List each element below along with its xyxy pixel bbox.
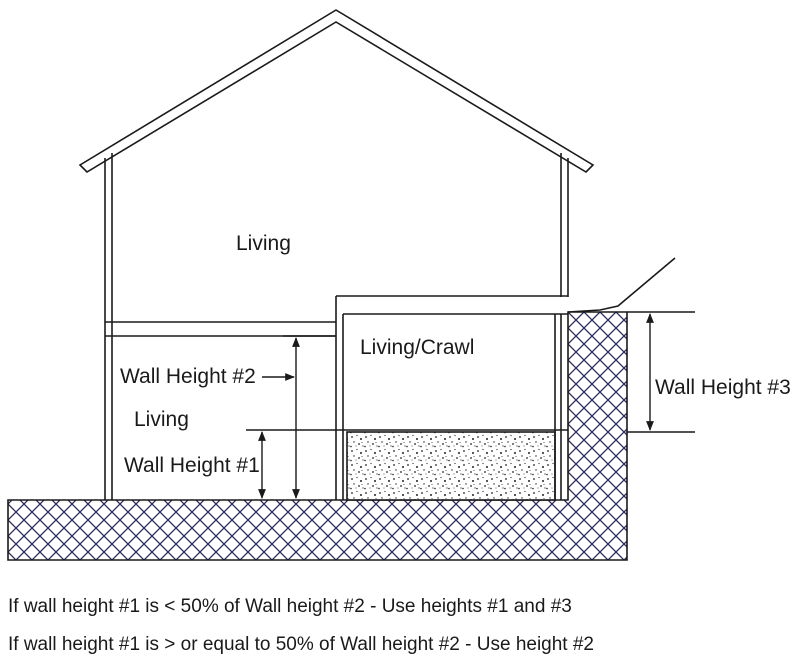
label-wall-height-3: Wall Height #3 [655, 376, 791, 399]
gravel-fill [346, 431, 556, 501]
label-wall-height-1: Wall Height #1 [124, 454, 260, 477]
label-living-lower: Living [134, 408, 189, 431]
label-living-crawl: Living/Crawl [360, 336, 475, 359]
label-living-upper: Living [236, 232, 291, 255]
rule-note-1: If wall height #1 is < 50% of Wall heigh… [8, 596, 572, 617]
rule-note-2: If wall height #1 is > or equal to 50% o… [8, 634, 595, 655]
label-wall-height-2: Wall Height #2 [120, 365, 256, 388]
roof [78, 9, 595, 174]
